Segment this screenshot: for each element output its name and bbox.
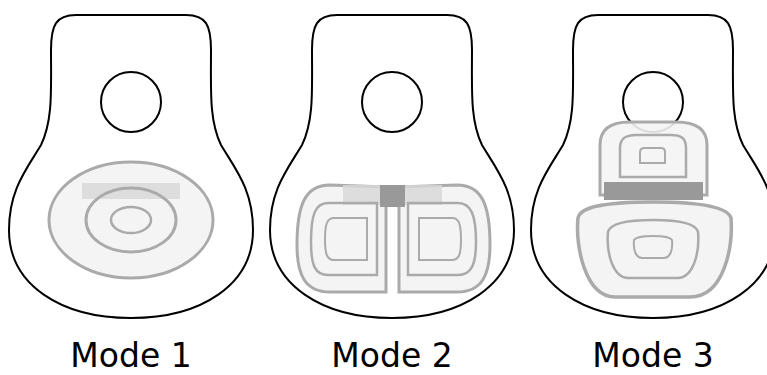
bridge-bar	[380, 185, 405, 207]
mode-contour	[408, 203, 476, 275]
mode-label: Mode 1	[70, 339, 191, 372]
mode-contour	[634, 236, 672, 258]
guitar-body	[531, 15, 767, 318]
guitar-body	[270, 15, 514, 318]
mode-label: Mode 2	[331, 339, 452, 372]
mode-contour	[640, 148, 665, 163]
bridge-bar	[604, 182, 703, 200]
sound-hole	[362, 72, 422, 132]
mode-contour	[577, 202, 731, 297]
sound-hole	[101, 72, 161, 132]
mode-contour	[86, 188, 176, 252]
mode-contour	[111, 207, 151, 233]
body-outline	[270, 15, 514, 318]
mode-contour	[49, 162, 213, 278]
mode-contour	[325, 218, 367, 260]
mode-contour	[419, 218, 461, 260]
mode-label: Mode 3	[592, 339, 713, 372]
mode-contour	[620, 135, 686, 177]
mode-contour	[608, 220, 699, 278]
body-outline	[531, 15, 767, 318]
body-outline	[9, 15, 253, 318]
bridge-bar	[82, 183, 180, 199]
mode-contour	[311, 203, 377, 275]
guitar-body	[9, 15, 253, 318]
